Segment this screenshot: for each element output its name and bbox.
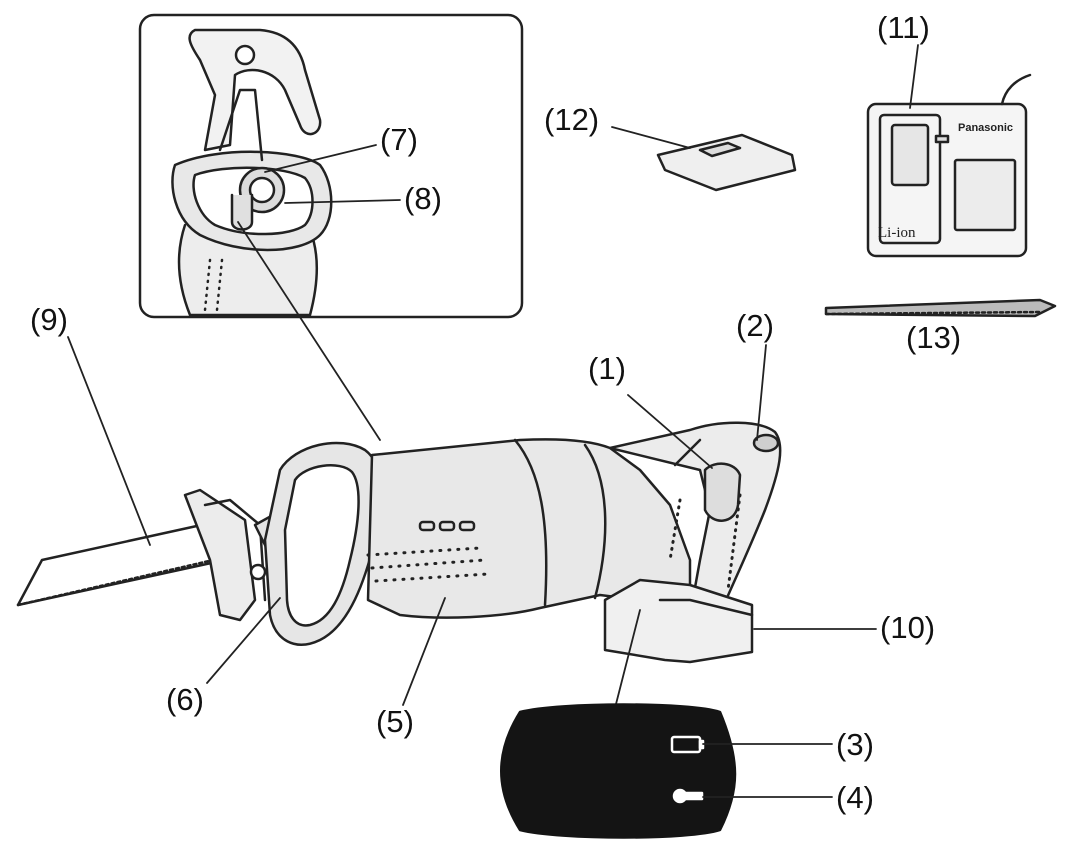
callout-8: (8) [404,181,442,216]
callout-10: (10) [880,610,936,645]
callout-12: (12) [544,102,600,137]
control-panel [500,703,833,839]
reciprocating-saw [16,421,782,709]
callout-2: (2) [736,308,774,343]
callout-4: (4) [836,780,874,815]
callout-11: (11) [877,10,930,45]
charger-brand-text: Panasonic [958,122,1013,134]
charger-model-text: Li-ion [878,225,916,241]
accessory-cover [611,126,797,192]
callout-6: (6) [166,682,204,717]
callout-5: (5) [376,704,414,739]
callout-3: (3) [836,727,874,762]
battery-charger [866,44,1032,258]
callout-13: (13) [906,320,962,355]
spare-blade [824,298,1057,318]
inset-detail [138,13,524,319]
callout-7: (7) [380,122,418,157]
battery-icon [670,735,702,754]
callout-1: (1) [588,351,626,386]
callout-9: (9) [30,302,68,337]
